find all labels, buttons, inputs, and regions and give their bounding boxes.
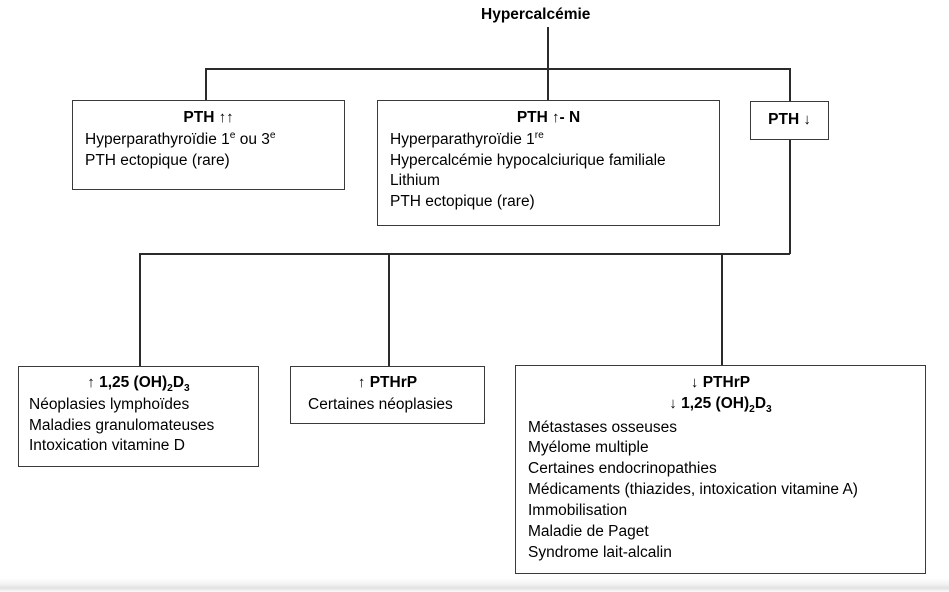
node-pth-normal-label: PTH xyxy=(516,109,548,126)
node-pth-normal-header: PTH ↑- N xyxy=(378,108,719,129)
list-item: Certaines endocrinopathies xyxy=(528,460,717,478)
node-pth-low-arrow: ↓ xyxy=(803,111,811,128)
list-item: Médicaments (thiazides, intoxication vit… xyxy=(528,481,858,499)
list-item: Hyperparathyroïdie 1e ou 3e xyxy=(85,129,276,148)
node-pth-high-arrow: ↑↑ xyxy=(218,109,234,126)
list-item: Intoxication vitamine D xyxy=(29,437,185,455)
list-item: Lithium xyxy=(390,172,440,190)
node-pth-low-header: PTH ↓ xyxy=(751,110,828,131)
list-item: Hypercalcémie hypocalciurique familiale xyxy=(390,151,666,169)
list-item: Néoplasies lymphoïdes xyxy=(29,395,190,413)
list-item: Certaines néoplasies xyxy=(308,395,453,413)
node-pthrp-low-arrow2: ↓ xyxy=(669,394,677,412)
list-item: Syndrome lait-alcalin xyxy=(528,543,672,561)
connector-lower-bus xyxy=(139,253,790,255)
node-pth-high-header: PTH ↑↑ xyxy=(73,108,344,129)
list-item: Hyperparathyroïdie 1re xyxy=(390,129,544,148)
node-pth-low-label: PTH xyxy=(768,111,800,128)
node-vitd-high[interactable]: ↑ 1,25 (OH)2D3 Néoplasies lymphoïdes Mal… xyxy=(18,366,259,467)
node-pth-normal-list: Hyperparathyroïdie 1re Hypercalcémie hyp… xyxy=(390,130,719,213)
page-title: Hypercalcémie xyxy=(481,6,591,23)
node-pthrp-low-line2: ↓ 1,25 (OH)2D3 xyxy=(516,394,925,415)
node-pthrp-low-label: PTHrP xyxy=(702,374,751,391)
page-bottom-edge xyxy=(0,578,949,592)
connector-drop-pth-high xyxy=(205,68,207,101)
connector-drop-pth-low xyxy=(789,68,791,102)
connector-top-bus xyxy=(205,68,791,70)
node-vitd-high-header: ↑ 1,25 (OH)2D3 xyxy=(19,373,258,394)
node-pth-low[interactable]: PTH ↓ xyxy=(750,101,829,140)
connector-title-stem xyxy=(547,27,549,68)
list-item: Immobilisation xyxy=(528,501,628,519)
list-item: PTH ectopique (rare) xyxy=(390,193,535,211)
list-item: PTH ectopique (rare) xyxy=(85,151,230,169)
node-pthrp-low-arrow: ↓ xyxy=(690,374,699,391)
node-pthrp-low-label2: 1,25 (OH)2D3 xyxy=(681,394,772,415)
node-pthrp-high-arrow: ↑ xyxy=(357,374,366,391)
node-pth-high[interactable]: PTH ↑↑ Hyperparathyroïdie 1e ou 3e PTH e… xyxy=(72,100,345,190)
node-pthrp-high-list: Certaines néoplasies xyxy=(308,395,484,416)
node-pthrp-high-header: ↑ PTHrP xyxy=(291,373,484,394)
list-item: Maladies granulomateuses xyxy=(29,416,215,434)
node-pthrp-high[interactable]: ↑ PTHrP Certaines néoplasies xyxy=(290,366,485,424)
node-pth-normal-arrow: ↑- N xyxy=(552,109,581,126)
node-vitd-high-list: Néoplasies lymphoïdes Maladies granuloma… xyxy=(29,395,258,458)
node-pth-high-label: PTH xyxy=(183,109,215,126)
connector-drop-pth-normal xyxy=(547,68,549,101)
node-pth-high-list: Hyperparathyroïdie 1e ou 3e PTH ectopiqu… xyxy=(85,130,344,172)
node-pthrp-low-line1: ↓ PTHrP xyxy=(691,374,750,391)
node-pthrp-low[interactable]: ↓ PTHrP ↓ 1,25 (OH)2D3 Métastases osseus… xyxy=(515,365,926,574)
node-pth-normal[interactable]: PTH ↑- N Hyperparathyroïdie 1re Hypercal… xyxy=(377,100,720,226)
connector-drop-vitd-high xyxy=(139,253,141,366)
node-pthrp-low-header: ↓ PTHrP ↓ 1,25 (OH)2D3 xyxy=(516,373,925,415)
connector-drop-pthrp-low xyxy=(721,253,723,365)
list-item: Myélome multiple xyxy=(528,439,649,457)
connector-pth-low-stem xyxy=(789,140,791,254)
node-pthrp-high-label: PTHrP xyxy=(369,374,418,391)
list-item: Maladie de Paget xyxy=(528,522,649,540)
connector-drop-pthrp-high xyxy=(388,253,390,366)
node-vitd-high-arrow: ↑ xyxy=(87,374,95,391)
node-pthrp-low-list: Métastases osseuses Myélome multiple Cer… xyxy=(528,418,925,564)
node-vitd-high-label: 1,25 (OH)2D3 xyxy=(99,374,190,395)
list-item: Métastases osseuses xyxy=(528,418,678,436)
